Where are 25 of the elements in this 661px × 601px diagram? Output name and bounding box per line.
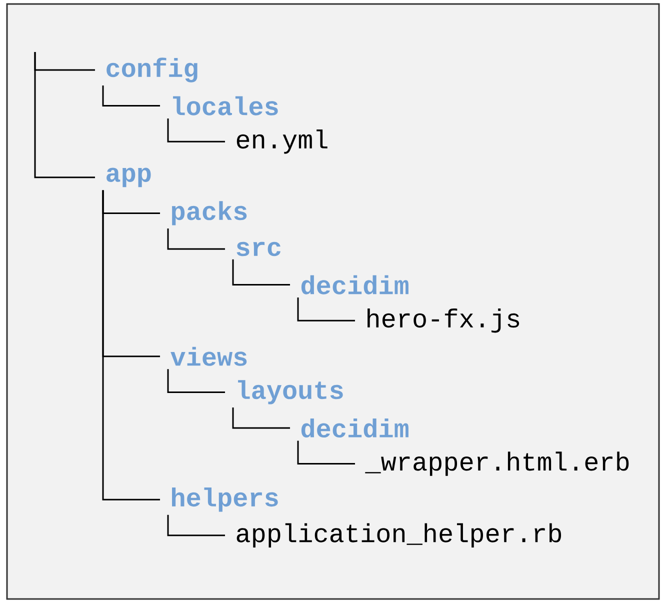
tree-connector	[34, 52, 95, 178]
folder-name: views	[170, 346, 247, 366]
tree-connector	[297, 440, 355, 465]
tree-connector	[102, 190, 160, 500]
folder-name: packs	[172, 201, 247, 226]
folder-name: layouts	[238, 380, 343, 404]
folder-name: helpers	[172, 487, 278, 512]
file-name: hero-fx.js	[368, 308, 520, 333]
folder-name: decidim	[301, 275, 408, 294]
tree-connector	[167, 514, 225, 536]
tree-connector	[167, 228, 225, 250]
file-name: _wrapper.html.erb	[365, 452, 629, 476]
tree-connector	[232, 408, 290, 429]
tree-connector	[167, 118, 225, 142]
tree-connector	[297, 298, 355, 322]
tree-connector	[232, 259, 290, 286]
file-name: en.yml	[236, 129, 328, 154]
folder-name: app	[106, 168, 151, 188]
tree-connector	[167, 369, 225, 393]
folder-name: decidim	[301, 418, 408, 438]
folder-name: src	[236, 242, 280, 256]
folder-name: locales	[173, 96, 278, 116]
tree-connector	[102, 86, 160, 107]
folder-name: config	[106, 58, 198, 82]
file-name: application_helper.rb	[236, 523, 562, 548]
